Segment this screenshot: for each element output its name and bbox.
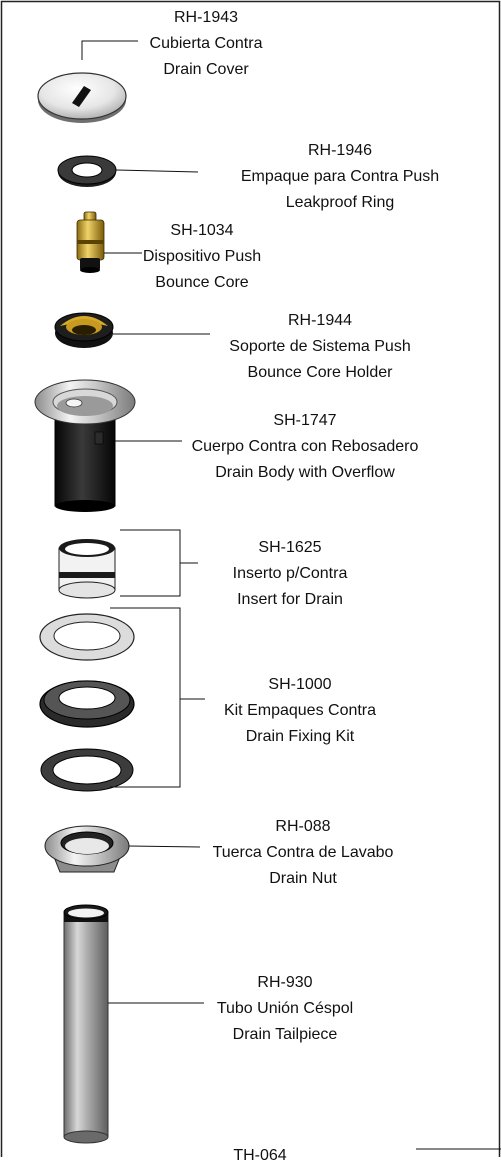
part-code: TH-064 <box>233 1147 287 1164</box>
part-name-es: Empaque para Contra Push <box>240 168 440 185</box>
part-name-en: Drain Fixing Kit <box>245 728 355 745</box>
label-th-064: TH-064 <box>205 1143 315 1169</box>
part-name-es: Cubierta Contra <box>149 35 263 52</box>
drain-nut-illustration <box>44 825 130 873</box>
tailpiece-illustration <box>63 904 109 1144</box>
label-insert: SH-1625 Inserto p/Contra Insert for Drai… <box>200 535 380 613</box>
part-code: SH-1625 <box>258 539 322 556</box>
drain-cover-illustration <box>37 72 127 123</box>
part-code: SH-1000 <box>268 676 332 693</box>
part-code: RH-1944 <box>287 312 353 329</box>
part-code: RH-1946 <box>307 142 373 159</box>
bracket-insert <box>120 529 181 597</box>
label-fixing-kit: SH-1000 Kit Empaques Contra Drain Fixing… <box>200 672 400 750</box>
part-name-es: Inserto p/Contra <box>232 565 348 582</box>
leader-drain-cover <box>81 40 138 60</box>
insert-illustration <box>58 539 116 599</box>
leakproof-ring-illustration <box>57 155 117 187</box>
part-code: SH-1034 <box>170 222 234 239</box>
label-leakproof-ring: RH-1946 Empaque para Contra Push Leakpro… <box>190 138 490 216</box>
part-name-en: Drain Cover <box>163 61 249 78</box>
part-name-en: Drain Nut <box>269 870 337 887</box>
label-drain-body: SH-1747 Cuerpo Contra con Rebosadero Dra… <box>174 408 436 486</box>
drain-body-illustration <box>34 379 136 512</box>
part-name-es: Tubo Unión Céspol <box>216 1000 354 1017</box>
leader-leakproof-ring <box>115 169 199 173</box>
leader-lines <box>81 40 501 1150</box>
part-code: RH-930 <box>257 974 313 991</box>
part-name-es: Cuerpo Contra con Rebosadero <box>191 438 419 455</box>
part-name-es: Soporte de Sistema Push <box>229 338 411 355</box>
label-bounce-core-holder: RH-1944 Soporte de Sistema Push Bounce C… <box>205 308 435 386</box>
part-code: RH-088 <box>275 818 331 835</box>
fixing-kit-illustration <box>39 613 135 792</box>
label-bounce-core: SH-1034 Dispositivo Push Bounce Core <box>132 218 272 296</box>
part-name-es: Kit Empaques Contra <box>223 702 377 719</box>
bounce-core-holder-illustration <box>54 312 114 348</box>
label-tailpiece: RH-930 Tubo Unión Céspol Drain Tailpiece <box>195 970 375 1048</box>
label-drain-cover: RH-1943 Cubierta Contra Drain Cover <box>136 5 276 83</box>
part-name-es: Dispositivo Push <box>142 248 262 265</box>
part-name-es: Tuerca Contra de Lavabo <box>212 844 394 861</box>
part-name-en: Bounce Core Holder <box>247 364 393 381</box>
part-code: SH-1747 <box>273 412 337 429</box>
part-name-en: Leakproof Ring <box>285 194 395 211</box>
bounce-core-illustration <box>76 211 105 273</box>
bracket-fixing-kit <box>110 607 181 788</box>
label-drain-nut: RH-088 Tuerca Contra de Lavabo Drain Nut <box>188 814 418 892</box>
part-name-en: Insert for Drain <box>237 591 343 608</box>
part-name-en: Bounce Core <box>155 274 249 291</box>
part-name-en: Drain Body with Overflow <box>215 464 395 481</box>
leader-drain-nut <box>128 845 201 848</box>
part-code: RH-1943 <box>173 9 239 26</box>
part-name-en: Drain Tailpiece <box>232 1026 338 1043</box>
